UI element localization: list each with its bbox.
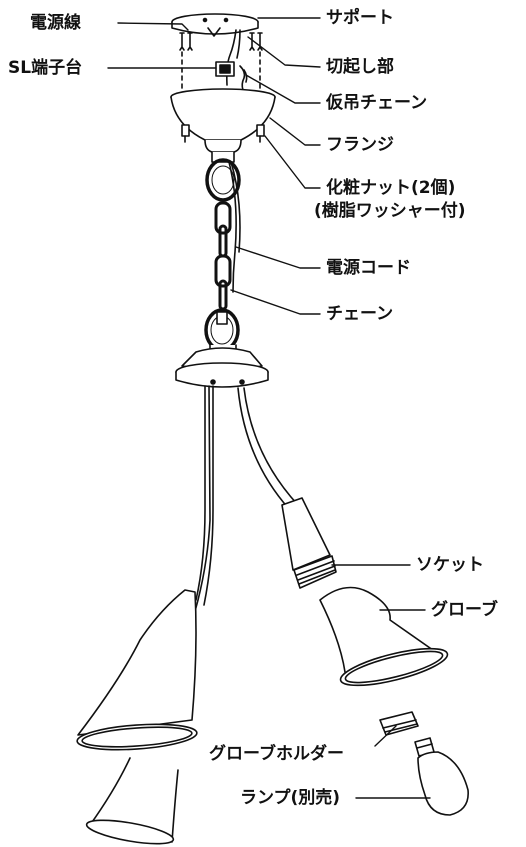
label-globe-holder: グローブホルダー xyxy=(209,744,344,764)
right-socket xyxy=(281,497,337,589)
support-plate xyxy=(171,13,259,37)
temporary-chain xyxy=(239,65,248,91)
label-sl-terminal: SL端子台 xyxy=(8,58,83,78)
label-temporary-chain: 仮吊チェーン xyxy=(326,93,428,113)
label-lamp: ランプ(別売) xyxy=(240,788,341,808)
chain xyxy=(205,158,241,311)
globe-holder xyxy=(379,711,419,736)
sl-terminal-block xyxy=(215,61,235,77)
label-globe: グローブ xyxy=(431,600,498,620)
label-flange: フランジ xyxy=(326,135,394,155)
label-cut-raised: 切起し部 xyxy=(326,57,394,77)
label-decorative-nut-note: (樹脂ワッシャー付) xyxy=(314,201,466,221)
left-globe-front xyxy=(76,589,198,751)
lamp-bulb xyxy=(414,737,469,816)
label-socket: ソケット xyxy=(416,555,484,575)
arms xyxy=(189,385,299,631)
label-decorative-nut: 化粧ナット(2個) xyxy=(326,178,456,198)
lower-ring xyxy=(204,308,240,352)
leader-lines xyxy=(107,17,431,799)
label-chain: チェーン xyxy=(326,304,394,324)
right-globe xyxy=(319,586,449,687)
label-support: サポート xyxy=(326,8,394,28)
power-cord xyxy=(228,161,241,293)
label-power-wire: 電源線 xyxy=(30,13,81,33)
decorative-nuts xyxy=(181,124,265,143)
left-globe-back xyxy=(85,757,179,845)
hub-body xyxy=(175,344,269,388)
label-power-cord: 電源コード xyxy=(326,258,411,278)
